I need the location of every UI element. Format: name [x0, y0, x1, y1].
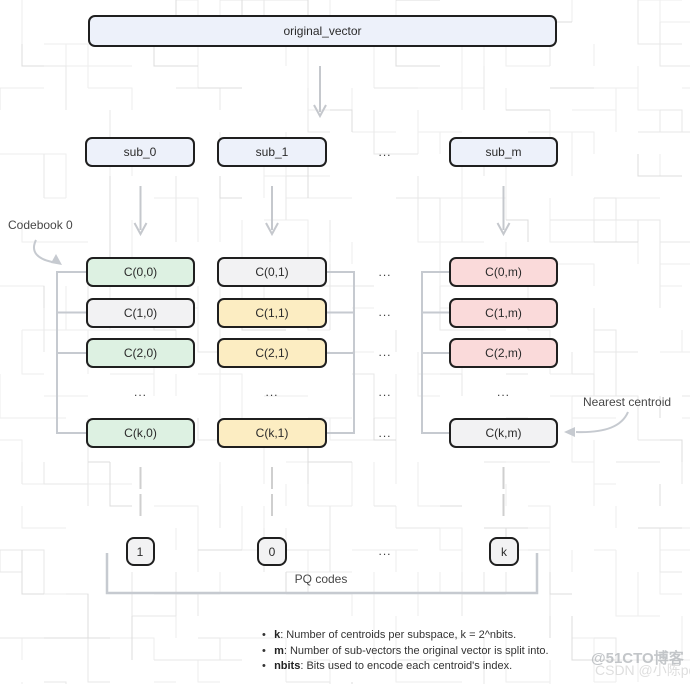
bullet-icon: • — [262, 644, 266, 657]
watermark-51cto: @51CTO博客 — [591, 650, 684, 667]
sub-vector-box-0: sub_0 — [85, 137, 195, 167]
sub-vector-label: sub_m — [485, 145, 522, 159]
centroid-label: C(k,m) — [485, 426, 522, 440]
centroid-box: C(2,0) — [86, 338, 195, 368]
centroid-box: C(k,0) — [86, 418, 195, 448]
centroid-label: C(k,0) — [124, 426, 157, 440]
centroid-label: C(2,m) — [485, 346, 522, 360]
centroid-label: C(2,1) — [255, 346, 289, 360]
ellipsis-column-m: ... — [496, 385, 511, 399]
ellipsis-gap-row1: ... — [378, 305, 392, 319]
bullet-icon: • — [262, 629, 266, 641]
ellipsis-gap-rowk: ... — [378, 426, 392, 440]
centroid-box: C(2,m) — [449, 338, 558, 368]
note-text: : Bits used to encode each centroid's in… — [300, 660, 513, 672]
note-nbits: • nbits: Bits used to encode each centro… — [262, 659, 549, 675]
pq-code-box-1: 0 — [257, 537, 287, 566]
centroid-box: C(0,0) — [86, 257, 195, 287]
bullet-icon: • — [262, 660, 266, 672]
ellipsis-gap-row0: ... — [378, 265, 392, 279]
pq-code-box-0: 1 — [125, 537, 155, 566]
centroid-box: C(k,m) — [449, 418, 558, 448]
note-term: nbits — [274, 660, 301, 672]
ellipsis-subs: ... — [378, 145, 392, 159]
pq-code-value: k — [501, 544, 507, 559]
centroid-box: C(0,1) — [217, 257, 327, 287]
pq-code-box-k: k — [489, 537, 519, 566]
sub-vector-label: sub_0 — [123, 145, 157, 159]
note-m: • m: Number of sub-vectors the original … — [262, 644, 549, 660]
sub-vector-label: sub_1 — [255, 145, 289, 159]
centroid-box: C(0,m) — [449, 257, 558, 287]
sub-vector-box-1: sub_1 — [217, 137, 327, 167]
note-term: m — [274, 644, 284, 657]
note-text: : Number of sub-vectors the original vec… — [283, 644, 549, 657]
centroid-box: C(1,m) — [449, 297, 558, 328]
arrows-sub-to-codebook — [133, 186, 511, 237]
codebook-0-label: Codebook 0 — [8, 218, 73, 232]
centroid-box: C(1,1) — [217, 297, 327, 328]
centroid-label: C(k,1) — [255, 426, 289, 440]
pq-code-value: 0 — [268, 544, 276, 559]
legend-notes: • k: Number of centroids per subspace, k… — [262, 628, 549, 675]
code-drop-lines — [139, 467, 505, 518]
centroid-box: C(k,1) — [217, 418, 327, 448]
centroid-label: C(0,1) — [255, 265, 289, 279]
centroid-box: C(2,1) — [217, 338, 327, 368]
ellipsis-column-1: ... — [265, 385, 279, 399]
note-k: • k: Number of centroids per subspace, k… — [262, 628, 549, 644]
sub-vector-box-m: sub_m — [449, 137, 558, 167]
centroid-label: C(1,m) — [485, 305, 522, 320]
ellipsis-gap-row2: ... — [378, 345, 392, 359]
nearest-centroid-arrow — [564, 411, 629, 437]
pq-codes-label: PQ codes — [294, 572, 348, 586]
ellipsis-codes: ... — [378, 544, 392, 558]
codebook-pointer-arrow — [33, 239, 62, 265]
original-vector-label: original_vector — [283, 24, 362, 38]
centroid-box: C(1,0) — [86, 297, 195, 328]
pq-code-value: 1 — [136, 544, 144, 559]
centroid-label: C(0,0) — [123, 265, 158, 279]
note-text: : Number of centroids per subspace, k = … — [280, 629, 517, 641]
centroid-label: C(0,m) — [485, 265, 522, 279]
centroid-label: C(2,0) — [123, 346, 158, 360]
arrow-original-to-subs — [313, 66, 327, 119]
centroid-label: C(1,1) — [255, 305, 289, 320]
original-vector-box: original_vector — [88, 15, 557, 47]
ellipsis-column-0: ... — [133, 385, 148, 399]
nearest-centroid-label: Nearest centroid — [583, 395, 672, 409]
ellipsis-gap-row3: ... — [378, 385, 392, 399]
centroid-label: C(1,0) — [123, 305, 158, 320]
